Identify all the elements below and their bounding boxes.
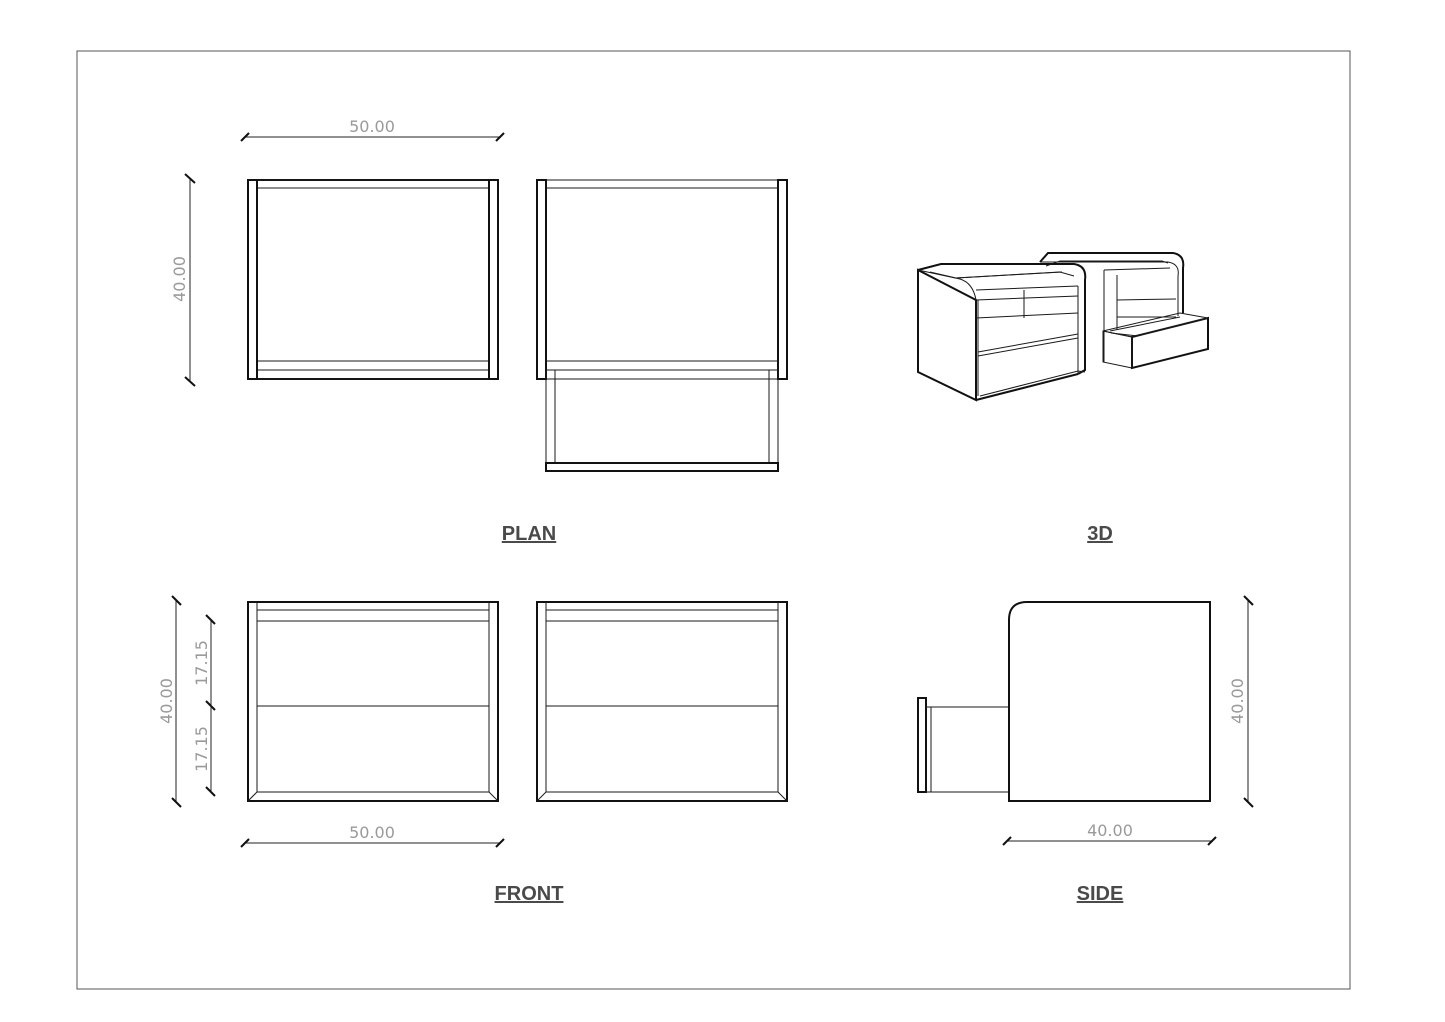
side-view-title: SIDE [1077,883,1124,905]
front-upper-label: 17.15 [192,640,211,686]
front-height-dimension: 40.00 [157,595,182,808]
plan-view: 50.00 40.00 PLAN [170,117,788,545]
side-body [1008,601,1211,802]
side-depth-label: 40.00 [1087,821,1133,840]
side-height-dimension: 40.00 [1228,595,1254,808]
plan-unit-closed [247,179,499,380]
front-lower-label: 17.15 [192,726,211,772]
front-height-label: 40.00 [157,678,176,724]
plan-depth-dimension: 40.00 [170,173,196,387]
plan-view-title: PLAN [502,523,556,545]
sheet-border [76,50,1351,990]
front-unit-left [247,601,499,802]
3d-unit-drawer-open [1039,252,1209,370]
front-view-title: FRONT [495,883,564,905]
plan-width-label: 50.00 [349,117,395,136]
plan-depth-label: 40.00 [170,256,189,302]
front-unit-right [536,601,788,802]
front-width-label: 50.00 [349,823,395,842]
side-depth-dimension: 40.00 [1002,821,1217,846]
plan-unit-drawer-open [536,179,788,472]
3d-unit-closed [917,263,1087,402]
side-view: 40.00 40.00 SIDE [917,595,1254,905]
plan-width-dimension: 50.00 [240,117,505,142]
three-d-view-title: 3D [1087,523,1113,545]
side-drawer-open [917,697,1009,793]
front-upper-dimension: 17.15 [192,614,216,711]
three-d-view: 3D [917,252,1209,545]
front-view: 40.00 17.15 17.15 50.00 FRONT [157,595,788,905]
side-height-label: 40.00 [1228,678,1247,724]
front-width-dimension: 50.00 [240,823,505,848]
front-lower-dimension: 17.15 [192,706,216,797]
